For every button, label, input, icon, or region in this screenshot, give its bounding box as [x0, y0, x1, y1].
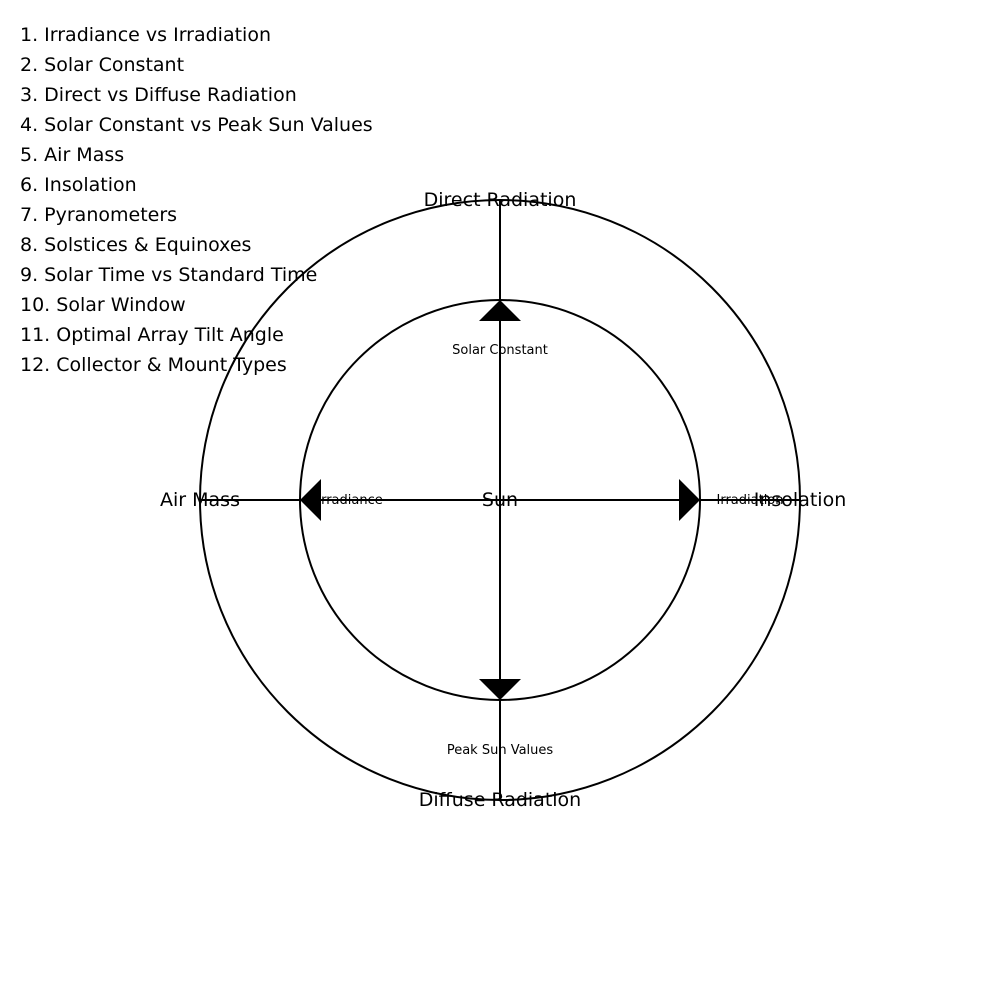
outer-label-bottom: Diffuse Radiation: [419, 789, 581, 811]
topic-item: 8. Solstices & Equinoxes: [20, 234, 252, 256]
arrow-down-icon: [479, 679, 521, 700]
inner-label-bottom: Peak Sun Values: [447, 743, 554, 758]
topic-item: 4. Solar Constant vs Peak Sun Values: [20, 114, 373, 136]
topic-item: 6. Insolation: [20, 174, 137, 196]
inner-label-top: Solar Constant: [452, 343, 548, 358]
arrow-right-icon: [679, 479, 700, 521]
topic-item: 2. Solar Constant: [20, 54, 185, 76]
outer-label-left: Air Mass: [160, 489, 240, 511]
inner-label-left: Irradiance: [317, 493, 382, 508]
topic-list: 1. Irradiance vs Irradiation 2. Solar Co…: [20, 20, 373, 380]
topic-item: 1. Irradiance vs Irradiation: [20, 24, 271, 46]
topic-item: 12. Collector & Mount Types: [20, 354, 287, 376]
arrow-left-icon: [300, 479, 321, 521]
topic-item: 9. Solar Time vs Standard Time: [20, 264, 318, 286]
arrow-up-icon: [479, 300, 521, 321]
topic-item: 10. Solar Window: [20, 294, 186, 316]
topic-item: 3. Direct vs Diffuse Radiation: [20, 84, 297, 106]
center-label: Sun: [482, 489, 518, 511]
topic-item: 5. Air Mass: [20, 144, 125, 166]
topic-item: 11. Optimal Array Tilt Angle: [20, 324, 284, 346]
outer-label-top: Direct Radiation: [424, 189, 577, 211]
inner-label-right: Irradiation: [717, 493, 784, 508]
outer-label-right: Insolation: [754, 489, 847, 511]
topic-item: 7. Pyranometers: [20, 204, 178, 226]
